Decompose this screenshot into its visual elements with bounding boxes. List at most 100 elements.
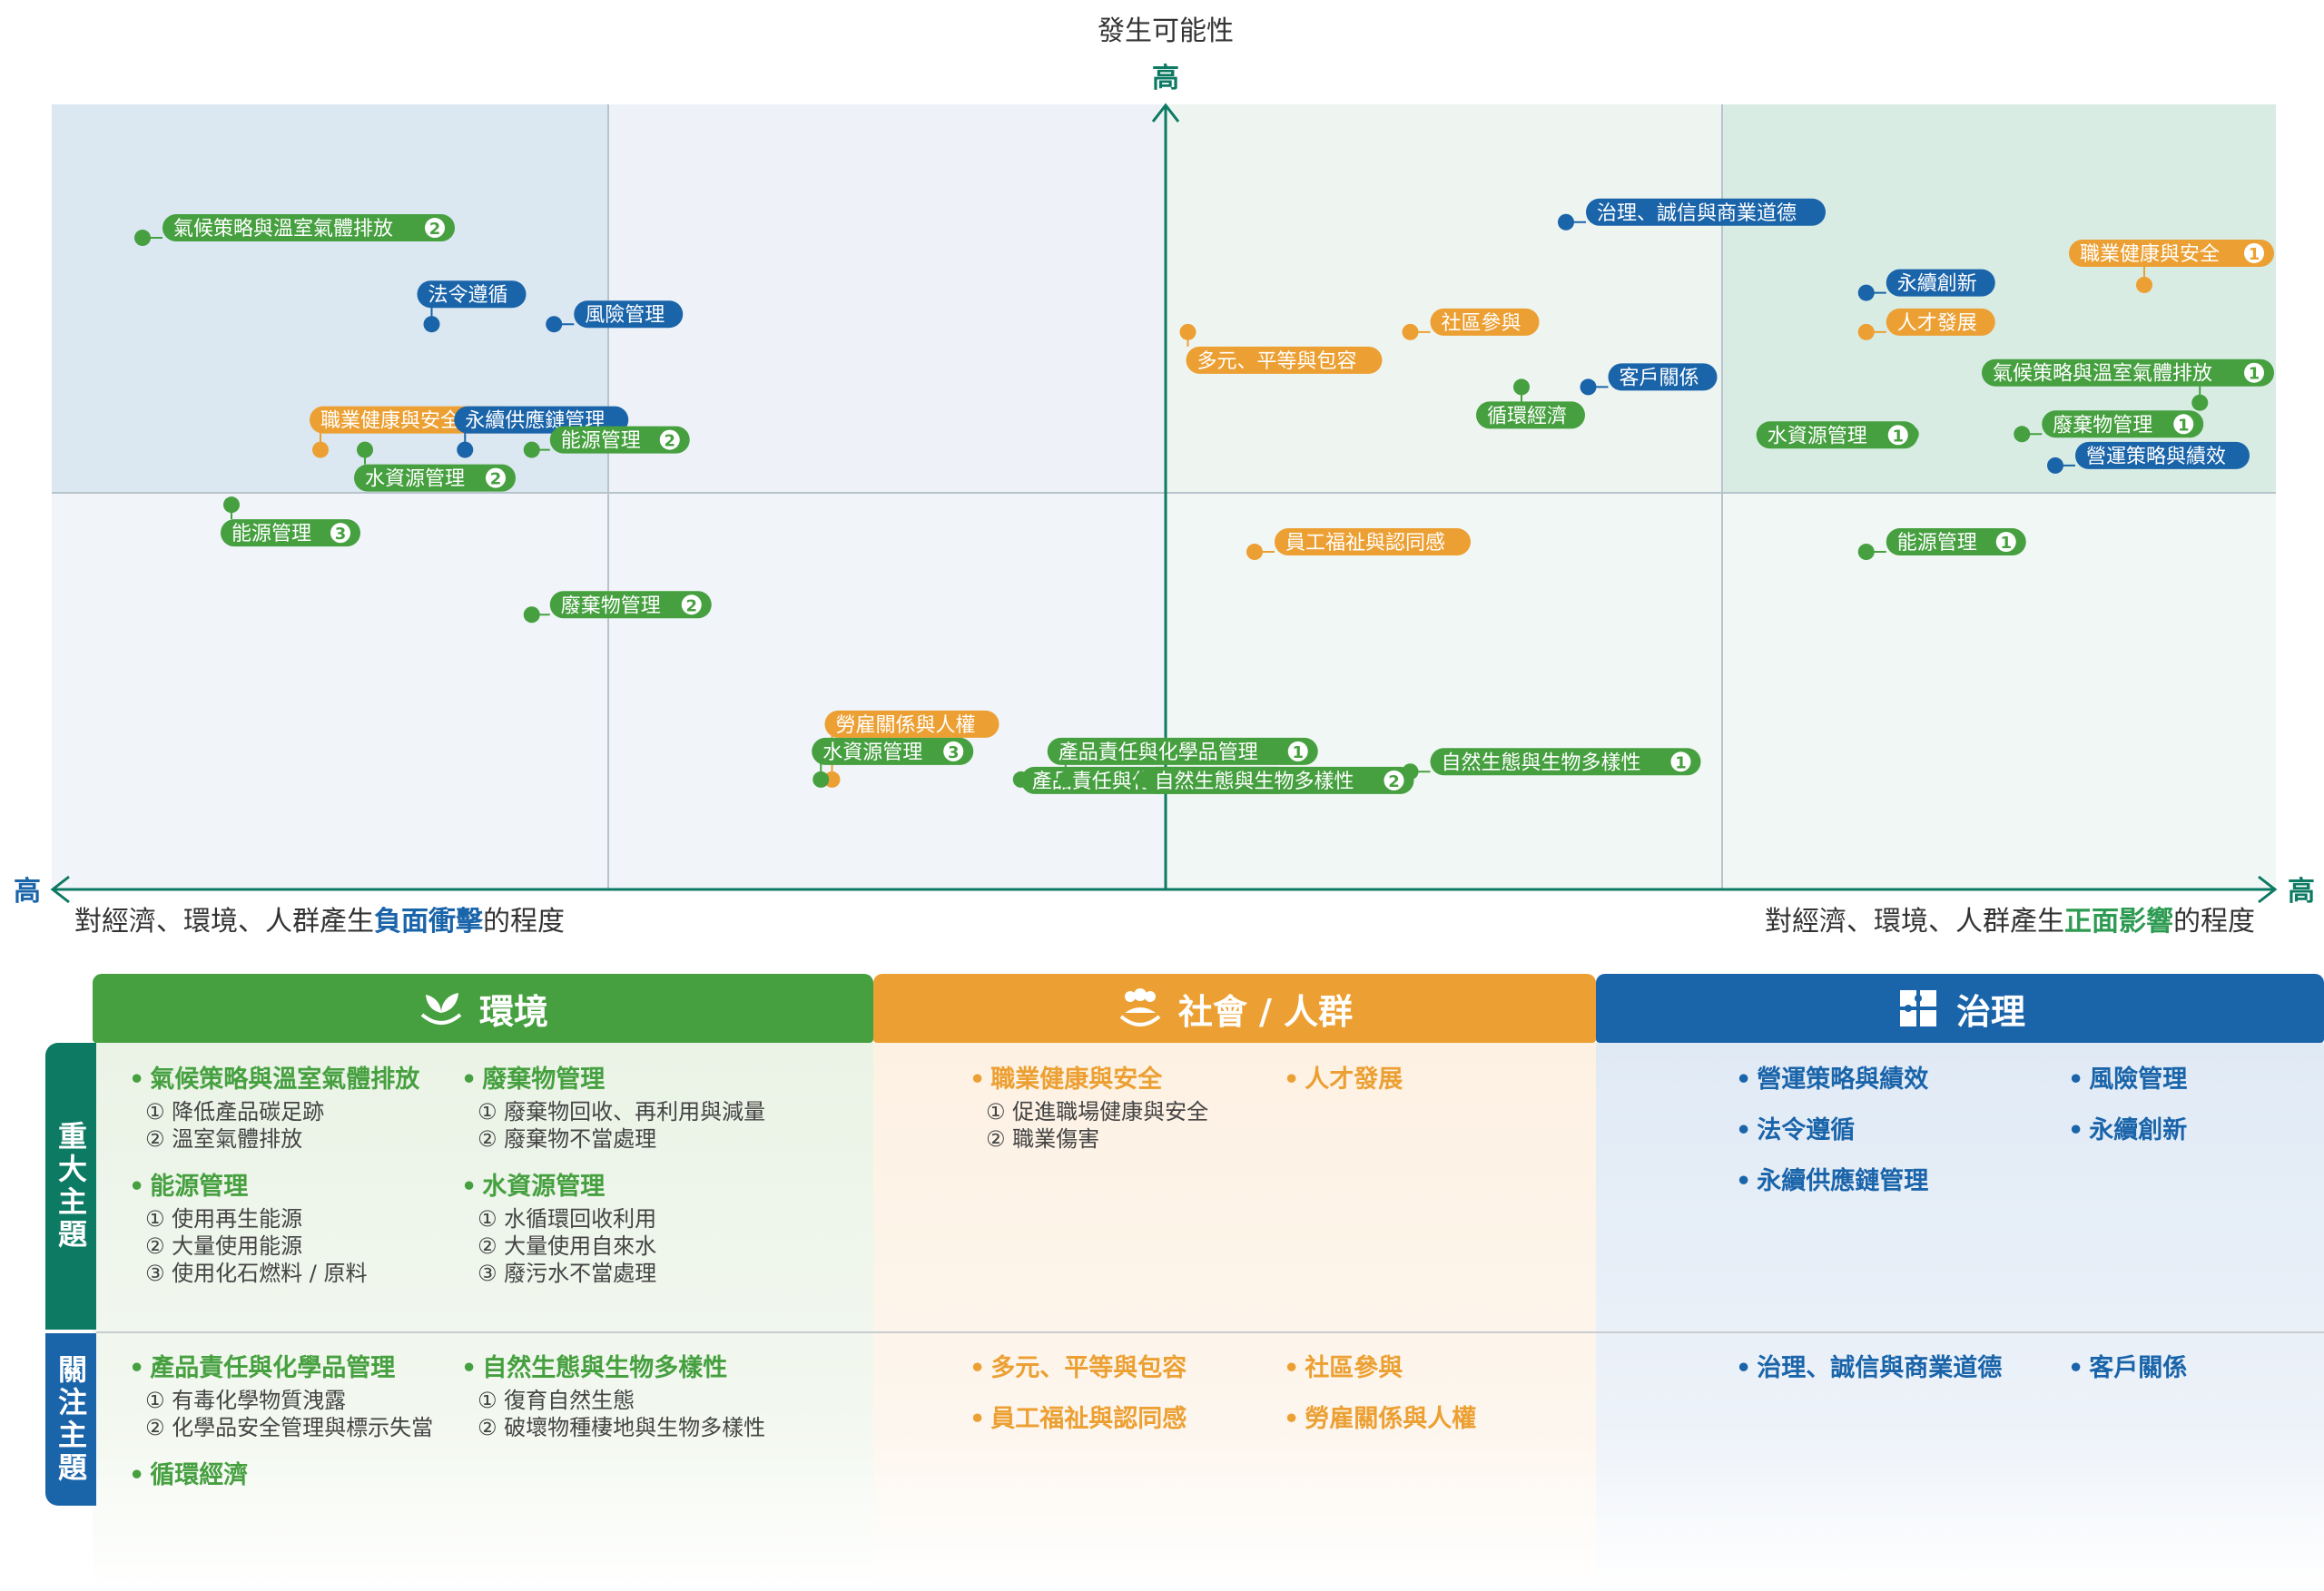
env-major-subtopic: ③ 使用化石燃料 / 原料: [145, 1261, 368, 1286]
gov-watch-topic: 治理、誠信與商業道德: [1736, 1348, 2002, 1383]
point-label: 勞雇關係與人權: [836, 714, 976, 737]
env-major-topic: 氣候策略與溫室氣體排放: [129, 1059, 419, 1095]
point-label-pill: [162, 214, 455, 242]
point-badge-number: 2: [685, 596, 697, 615]
point-badge: [2244, 242, 2264, 263]
env-watch-subtopic: ① 復育自然生態: [478, 1388, 635, 1413]
soc-watch-topic: 員工福祉與認同感: [970, 1399, 1187, 1434]
soc-major-subtopic: ② 職業傷害: [986, 1126, 1100, 1152]
governance-column: 治理 營運策略與績效風險管理法令遵循永續創新永續供應鏈管理治理、誠信與商業道德客…: [1596, 967, 2324, 1591]
gov-major-topic: 營運策略與績效: [1736, 1059, 1928, 1095]
major-topics-label: 重大主題: [45, 1043, 96, 1330]
gov-major-topic: 法令遵循: [1736, 1110, 1855, 1145]
point-badge: [1384, 770, 1404, 791]
gov-major-topic: 風險管理: [2068, 1059, 2187, 1095]
point-label-pill: [812, 737, 974, 765]
point-label-pill: [1756, 421, 1918, 449]
point-label: 客戶關係: [1620, 367, 1699, 389]
point-label: 能源管理: [231, 523, 311, 545]
point-label: 風險管理: [585, 304, 665, 327]
soc-major-topic: 人才發展: [1284, 1059, 1403, 1095]
point-badge: [2244, 362, 2264, 383]
env-watch-subtopic: ② 破壞物種棲地與生物多樣性: [478, 1415, 766, 1440]
point-label: 員工福祉與認同感: [1285, 532, 1445, 555]
puzzle-icon: [1895, 985, 1942, 1032]
soc-watch-topic: 社區參與: [1284, 1348, 1403, 1383]
point-badge: [1670, 751, 1691, 772]
point-label-pill: [1476, 401, 1585, 429]
point-label: 永續創新: [1897, 273, 1977, 296]
point-label-pill: [1186, 346, 1383, 374]
point-label-pill: [1608, 363, 1718, 391]
env-major-subtopic: ① 使用再生能源: [145, 1206, 303, 1232]
point-label-pill: [549, 591, 712, 619]
point-label: 營運策略與績效: [2086, 446, 2226, 468]
env-watch-subtopic: ① 有毒化學物質洩露: [145, 1388, 347, 1413]
point-23: 水資源管理 1: [1756, 421, 1919, 449]
point-27: 能源管理 1: [1857, 528, 2026, 561]
point-label: 自然生態與生物多樣性: [1442, 751, 1641, 774]
env-major-topic: 廢棄物管理: [461, 1059, 605, 1095]
point-1: 法令遵循: [417, 280, 527, 333]
gov-watch-topic: 客戶關係: [2068, 1348, 2187, 1383]
point-25: 營運策略與績效: [2047, 441, 2250, 474]
point-label: 職業健康與安全: [320, 410, 460, 433]
env-major-subtopic: ② 大量使用能源: [145, 1233, 303, 1259]
point-badge-number: 1: [1892, 427, 1904, 446]
point-badge: [659, 429, 680, 450]
point-label-pill: [1275, 528, 1471, 556]
point-badge-number: 1: [2178, 416, 2190, 435]
watch-topics-label: 關注主題: [45, 1333, 96, 1506]
point-badge-number: 2: [429, 220, 441, 239]
environment-header: 環境: [93, 974, 873, 1043]
point-label-pill: [549, 426, 690, 454]
env-watch-topic: 產品責任與化學品管理: [129, 1348, 395, 1383]
env-major-subtopic: ② 溫室氣體排放: [145, 1126, 303, 1152]
x-axis-high-right: 高: [2288, 876, 2315, 908]
governance-title: 治理: [1955, 991, 2025, 1032]
env-major-subtopic: ① 水循環回收利用: [478, 1206, 657, 1232]
env-watch-topic: 循環經濟: [129, 1455, 248, 1490]
point-label: 社區參與: [1442, 312, 1521, 335]
env-major-topic: 能源管理: [129, 1166, 248, 1202]
point-label: 自然生態與生物多樣性: [1155, 771, 1354, 793]
point-label-pill: [2069, 239, 2274, 267]
point-label: 廢棄物管理: [2053, 414, 2152, 437]
point-label-pill: [1143, 766, 1414, 794]
point-label-pill: [1886, 269, 1995, 297]
point-label: 能源管理: [1897, 532, 1977, 555]
env-major-subtopic: ① 降低產品碳足跡: [145, 1099, 325, 1125]
soc-major-topic: 職業健康與安全: [970, 1059, 1162, 1095]
point-label-pill: [2042, 410, 2204, 438]
point-label-pill: [1586, 198, 1826, 226]
point-label-pill: [1430, 308, 1540, 336]
point-label: 水資源管理: [1768, 425, 1867, 447]
gov-major-topic: 永續創新: [2068, 1110, 2187, 1145]
env-watch-subtopic: ② 化學品安全管理與標示失當: [145, 1415, 434, 1440]
point-label: 能源管理: [561, 430, 641, 453]
point-badge-number: 1: [2000, 534, 2012, 553]
point-badge-number: 1: [1675, 753, 1687, 772]
point-badge: [425, 218, 445, 239]
point-label: 多元、平等與包容: [1197, 350, 1357, 373]
soc-watch-topic: 多元、平等與包容: [970, 1348, 1187, 1383]
point-label: 人才發展: [1897, 312, 1977, 335]
point-label-pill: [1886, 308, 1995, 336]
soc-watch-topic: 勞雇關係與人權: [1284, 1399, 1476, 1434]
point-label-pill: [574, 300, 684, 329]
point-badge: [486, 467, 506, 488]
governance-body: 營運策略與績效風險管理法令遵循永續創新永續供應鏈管理治理、誠信與商業道德客戶關係: [1596, 1043, 2324, 1591]
point-9: 勞雇關係與人權: [823, 710, 1000, 788]
point-badge-number: 2: [490, 470, 502, 489]
env-major-subtopic: ① 廢棄物回收、再利用與減量: [478, 1099, 766, 1125]
